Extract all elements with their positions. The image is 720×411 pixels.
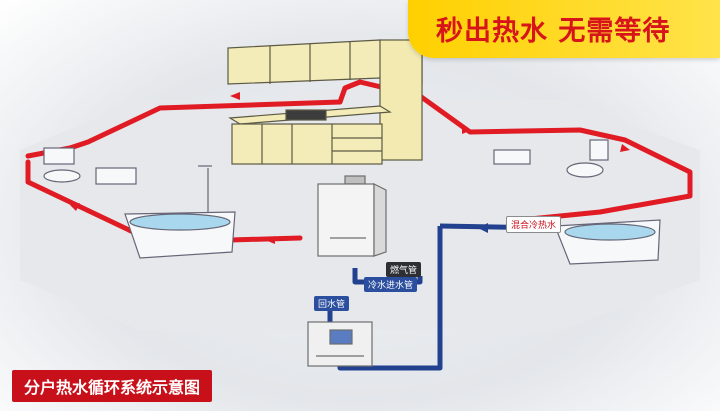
- hot-water-arrows: [70, 92, 630, 244]
- headline-text: 秒出热水 无需等待: [436, 16, 671, 47]
- return-pipe-label: 回水管: [314, 296, 350, 311]
- headline-banner: 秒出热水 无需等待: [408, 0, 720, 58]
- kitchen-upper-cabinets: [227, 39, 423, 161]
- left-bathroom-fixtures: [43, 147, 236, 259]
- cold-inlet-label: 冷水进水管: [364, 277, 418, 292]
- gas-pipe-label: 燃气管: [386, 262, 422, 277]
- kitchen-counter: [228, 105, 392, 165]
- water-heater: [317, 175, 387, 257]
- mixed-outlet-label: 混合冷热水: [506, 216, 562, 233]
- diagram-caption: 分户热水循环系统示意图: [12, 370, 213, 402]
- cold-water-arrow: [478, 223, 488, 233]
- right-bathroom-fixtures: [493, 139, 661, 265]
- circulation-controller: [307, 321, 373, 367]
